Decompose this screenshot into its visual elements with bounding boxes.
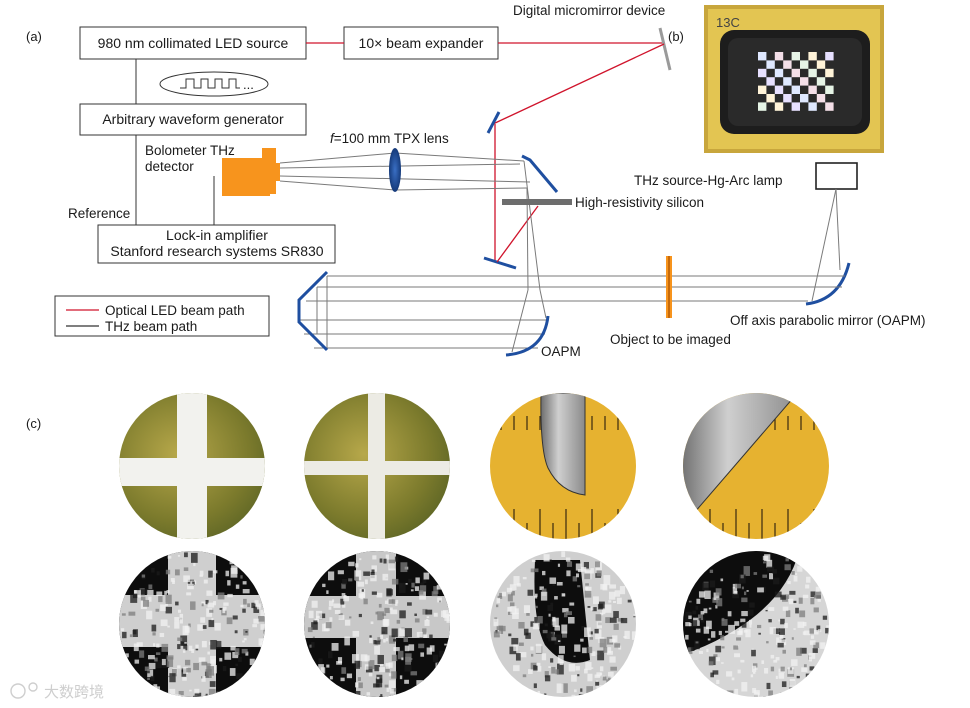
thz-image-blade-vertical <box>490 551 636 697</box>
waveform-generator-label: Arbitrary waveform generator <box>102 111 284 127</box>
retro-mirror-left <box>297 270 329 352</box>
beam-expander-label: 10× beam expander <box>359 35 484 51</box>
thz-source-label: THz source-Hg-Arc lamp <box>634 173 783 188</box>
lockin-label-line1: Lock-in amplifier <box>166 227 268 243</box>
chip-marking: 13C <box>716 15 740 30</box>
steering-mirror-top <box>486 111 501 134</box>
lockin-amplifier-box <box>97 224 336 264</box>
oapm-right <box>805 262 851 306</box>
dmd-label: Digital micromirror device <box>513 3 665 18</box>
tpx-lens <box>389 148 401 192</box>
oapm-right-label: Off axis parabolic mirror (OAPM) <box>730 313 926 328</box>
silicon-label: High-resistivity silicon <box>575 195 704 210</box>
led-source-label: 980 nm collimated LED source <box>98 35 289 51</box>
dmd-photo: 13C <box>704 5 884 153</box>
photo-blade-diagonal <box>683 393 829 539</box>
sample-photos-row <box>119 393 829 539</box>
legend-thz-label: THz beam path <box>105 319 197 334</box>
watermark: 大数跨境 <box>10 682 104 701</box>
reference-label: Reference <box>68 206 130 221</box>
photo-blade-vertical <box>490 393 636 539</box>
silicon-beamsplitter <box>502 199 572 205</box>
photo-cross-wide <box>119 393 265 539</box>
bolometer-label-line1: Bolometer THz <box>145 143 235 158</box>
thz-beam-horizontal <box>300 275 845 349</box>
watermark-text: 大数跨境 <box>44 683 104 701</box>
oapm-left-label: OAPM <box>541 344 581 359</box>
bolometer-detector <box>222 148 280 196</box>
thz-image-cross-wide <box>119 551 265 697</box>
bolometer-label-line2: detector <box>145 159 194 174</box>
waveform-generator-box <box>79 103 307 136</box>
panel-label-a: (a) <box>26 29 42 44</box>
legend-optical-label: Optical LED beam path <box>105 303 245 318</box>
thz-source-box <box>815 162 858 190</box>
fold-mirror-upper <box>521 154 559 193</box>
panel-label-c: (c) <box>26 416 41 431</box>
thz-beam-detector <box>279 152 541 291</box>
tpx-lens-label: f=100 mm TPX lens <box>330 131 449 146</box>
panel-label-b: (b) <box>668 29 684 44</box>
square-wave-icon: ... <box>159 71 269 97</box>
photo-cross-thin <box>304 393 450 539</box>
steering-mirror-bottom <box>483 256 517 270</box>
svg-text:...: ... <box>243 77 254 92</box>
dmd-mirror <box>658 27 672 71</box>
beam-expander-box <box>343 26 499 60</box>
thz-image-cross-thin <box>304 551 450 697</box>
thz-images-row <box>119 551 829 697</box>
setup-schematic: 980 nm collimated LED source 10× beam ex… <box>54 3 926 359</box>
object-label: Object to be imaged <box>610 332 731 347</box>
legend: Optical LED beam path THz beam path <box>54 295 270 337</box>
lockin-label-line2: Stanford research systems SR830 <box>110 243 323 259</box>
oapm-left <box>505 315 550 357</box>
dmd-checkerboard <box>758 52 834 111</box>
thz-image-blade-diagonal <box>683 551 829 697</box>
led-source-box <box>79 26 307 60</box>
